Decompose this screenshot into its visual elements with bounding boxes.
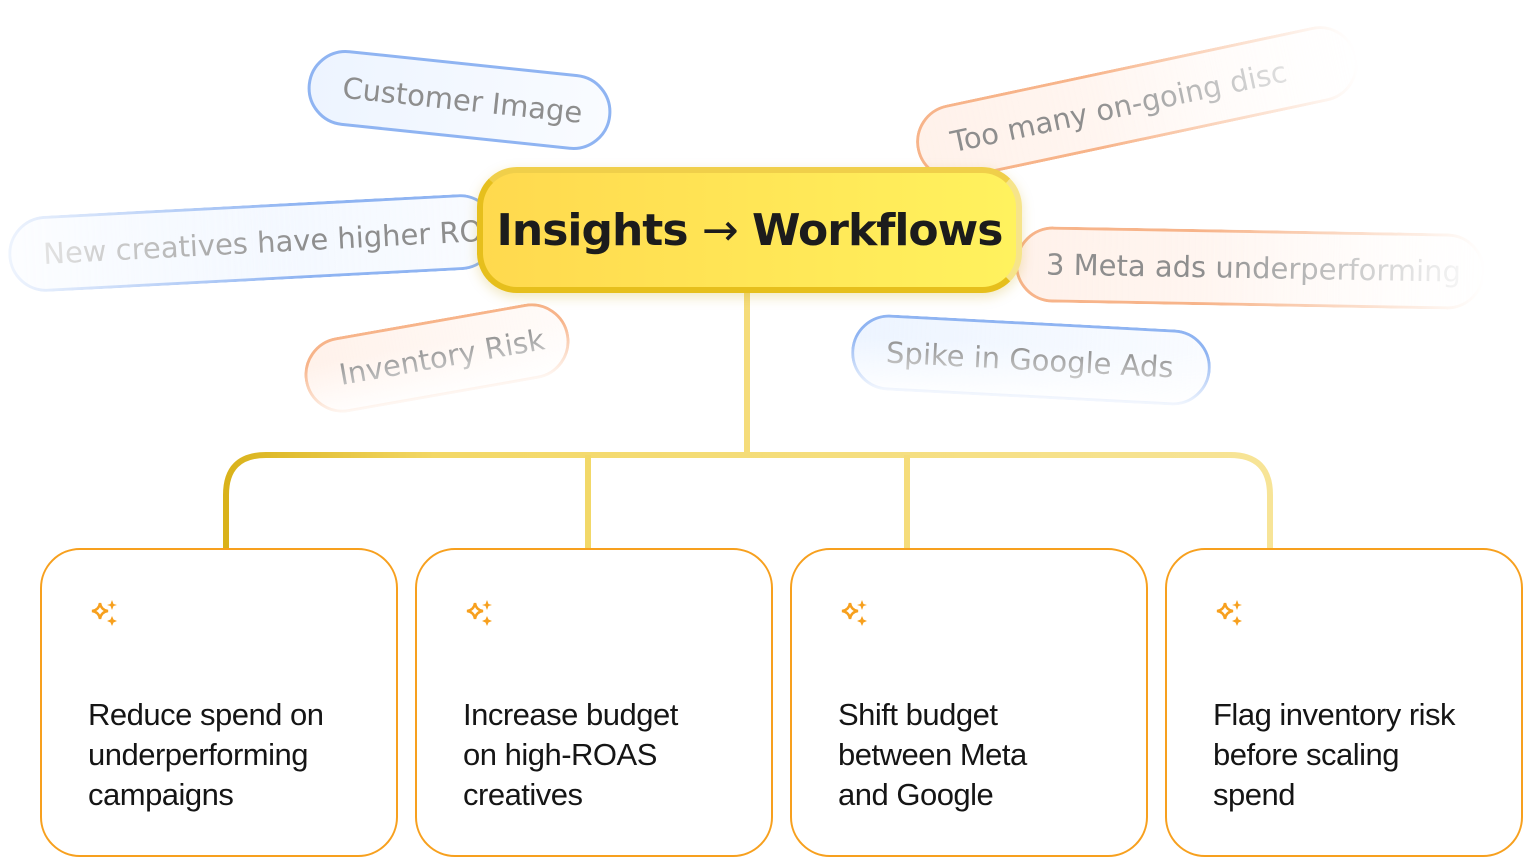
workflow-card[interactable]: Shift budget between Meta and Google (790, 548, 1148, 857)
workflow-card-text: Flag inventory risk before scaling spend (1213, 697, 1456, 812)
workflow-card[interactable]: Flag inventory risk before scaling spend (1165, 548, 1523, 857)
sparkle-icon (841, 600, 867, 626)
arrow-right-icon: → (701, 204, 739, 256)
workflow-card-text: Increase budget on high-ROAS creatives (463, 697, 678, 812)
workflow-card-text: Reduce spend on underperforming campaign… (88, 697, 324, 812)
sparkle-icon (466, 600, 492, 626)
workflow-card-text: Shift budget between Meta and Google (838, 697, 1027, 812)
branch-line (223, 452, 1273, 548)
workflow-card[interactable]: Increase budget on high-ROAS creatives (415, 548, 773, 857)
sparkle-icon (91, 600, 117, 626)
insights-to-workflows-title: Insights → Workflows (477, 167, 1022, 293)
sparkle-icon (1216, 600, 1242, 626)
workflow-card[interactable]: Reduce spend on underperforming campaign… (40, 548, 398, 857)
